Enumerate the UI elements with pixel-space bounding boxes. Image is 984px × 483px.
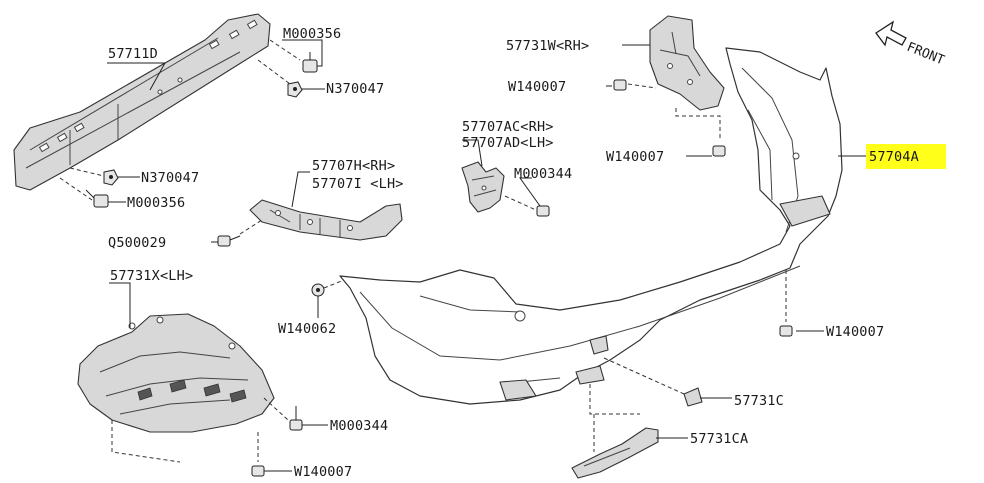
clip-icon: [251, 465, 265, 477]
label-57731w: 57731W<RH>: [506, 38, 589, 54]
front-label: FRONT: [905, 40, 947, 69]
highlight-57704a: [866, 144, 946, 169]
upper-bracket: [461, 161, 505, 213]
bumper-face: [339, 47, 843, 405]
bolt-icon: [536, 205, 550, 217]
clip-icon: [311, 283, 325, 297]
label-w140007-cover-rh: W140007: [508, 79, 566, 95]
label-m000356-lower: M000356: [127, 195, 185, 211]
label-57711D: 57711D: [108, 46, 158, 62]
nut-icon: [103, 169, 119, 186]
reinforcement-beam: [13, 13, 271, 191]
side-bracket: [249, 199, 403, 241]
label-n370047-upper: N370047: [326, 81, 384, 97]
label-m000356-upper: M000356: [283, 26, 341, 42]
clip-icon: [779, 325, 793, 337]
bolt-icon: [289, 406, 303, 431]
label-n370047-lower: N370047: [141, 170, 199, 186]
bolt-icon: [85, 189, 109, 208]
screw-icon: [217, 235, 241, 247]
label-w140062: W140062: [278, 321, 336, 337]
label-57707ad: 57707AD<LH>: [462, 135, 554, 151]
label-57731x: 57731X<LH>: [110, 268, 193, 284]
label-57731ca: 57731CA: [690, 431, 748, 447]
label-w140007-bumper-lower: W140007: [826, 324, 884, 340]
label-m000344-lower: M000344: [330, 418, 388, 434]
label-w140007-cover-lh: W140007: [294, 464, 352, 480]
cap-lower: [571, 427, 659, 479]
front-arrow-icon: [875, 20, 907, 47]
cap-small: [683, 387, 703, 407]
cover-lh: [77, 313, 275, 433]
bolt-icon: [302, 52, 318, 73]
cover-rh: [649, 15, 725, 111]
nut-icon: [287, 81, 303, 98]
label-57704a: 57704A: [869, 149, 919, 165]
label-m000344-upper: M000344: [514, 166, 572, 182]
label-57707h: 57707H<RH>: [312, 158, 395, 174]
label-w140007-bumper-side: W140007: [606, 149, 664, 165]
label-57707ac: 57707AC<RH>: [462, 119, 554, 135]
label-57731c: 57731C: [734, 393, 784, 409]
label-q500029: Q500029: [108, 235, 166, 251]
label-57707i: 57707I <LH>: [312, 176, 404, 192]
clip-icon: [613, 79, 627, 91]
clip-icon: [712, 145, 726, 157]
